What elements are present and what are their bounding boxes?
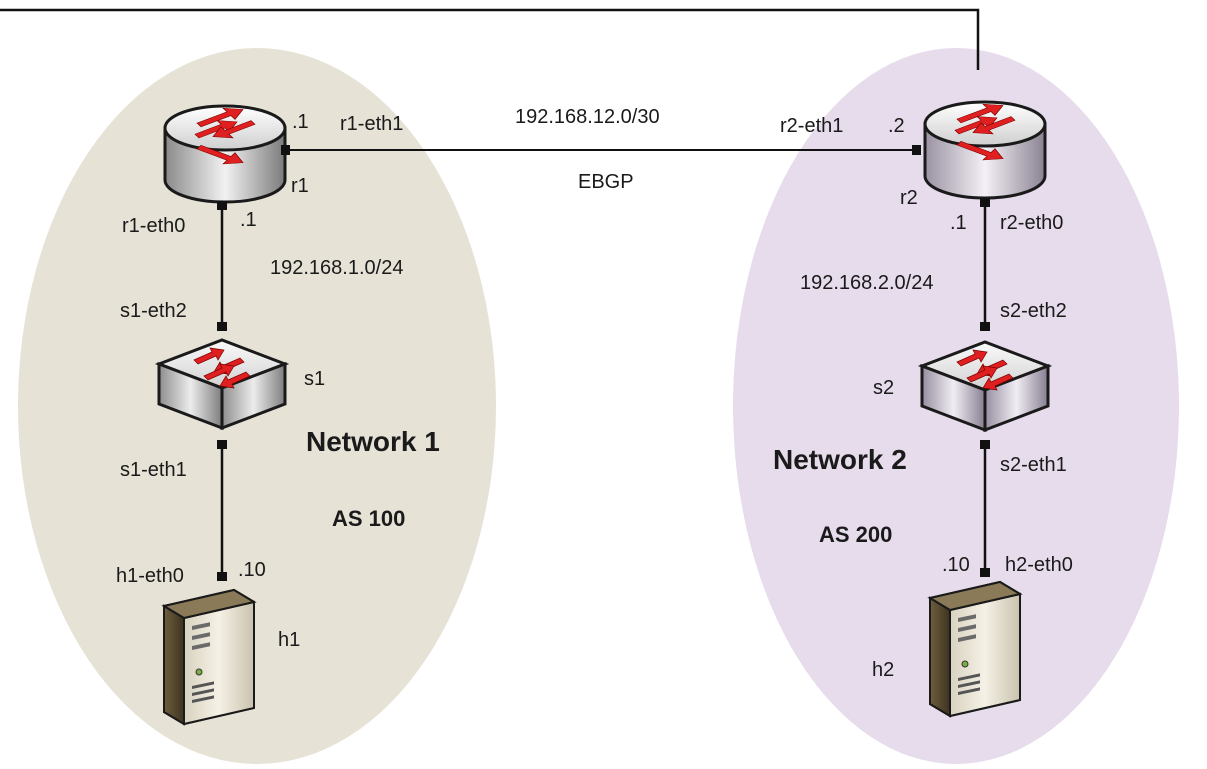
s2-name: s2 — [873, 377, 895, 399]
network1-as: AS 100 — [332, 506, 406, 531]
port-r1-eth1 — [281, 145, 290, 155]
network2-subnet: 192.168.2.0/24 — [800, 272, 934, 294]
s1-eth2-label: s1-eth2 — [120, 300, 187, 322]
r2-name: r2 — [900, 187, 918, 209]
h1-eth0-label: h1-eth0 — [116, 565, 184, 587]
link-subnet-label: 192.168.12.0/30 — [515, 106, 660, 128]
port-s2-eth2 — [980, 322, 990, 331]
r2-eth0-ip: .1 — [950, 212, 967, 234]
s2-eth1-label: s2-eth1 — [1000, 454, 1067, 476]
r2-eth1-ip: .2 — [888, 115, 905, 137]
port-h2-eth0 — [980, 568, 990, 577]
r1-eth0-ip: .1 — [240, 209, 257, 231]
port-r2-eth1 — [912, 145, 921, 155]
r2-eth1-label: r2-eth1 — [780, 115, 844, 137]
link-protocol-label: EBGP — [578, 171, 634, 193]
network2-as: AS 200 — [819, 522, 893, 547]
port-s1-eth1 — [217, 440, 227, 449]
r1-eth0-label: r1-eth0 — [122, 215, 186, 237]
top-wire — [0, 8, 980, 70]
r1-name: r1 — [291, 175, 309, 197]
port-s2-eth1 — [980, 440, 990, 449]
r1-eth1-label: r1-eth1 — [340, 113, 404, 135]
network2-title: Network 2 — [773, 444, 907, 475]
h1-ip: .10 — [238, 559, 266, 581]
port-h1-eth0 — [217, 572, 227, 581]
network1-title: Network 1 — [306, 426, 440, 457]
r2-eth0-label: r2-eth0 — [1000, 212, 1064, 234]
r1-eth1-ip: .1 — [292, 111, 309, 133]
server-icon[interactable] — [163, 589, 255, 725]
server-icon[interactable] — [929, 581, 1021, 717]
router-icon[interactable] — [925, 102, 1045, 198]
s1-eth1-label: s1-eth1 — [120, 459, 187, 481]
router-icon[interactable] — [165, 106, 285, 202]
h2-name: h2 — [872, 659, 895, 681]
h1-name: h1 — [278, 629, 301, 651]
s1-name: s1 — [304, 368, 326, 390]
network1-subnet: 192.168.1.0/24 — [270, 257, 404, 279]
h2-eth0-label: h2-eth0 — [1005, 554, 1073, 576]
s2-eth2-label: s2-eth2 — [1000, 300, 1067, 322]
port-r1-eth0 — [217, 201, 227, 210]
port-s1-eth2 — [217, 322, 227, 331]
h2-ip: .10 — [942, 554, 970, 576]
port-r2-eth0 — [980, 198, 990, 207]
